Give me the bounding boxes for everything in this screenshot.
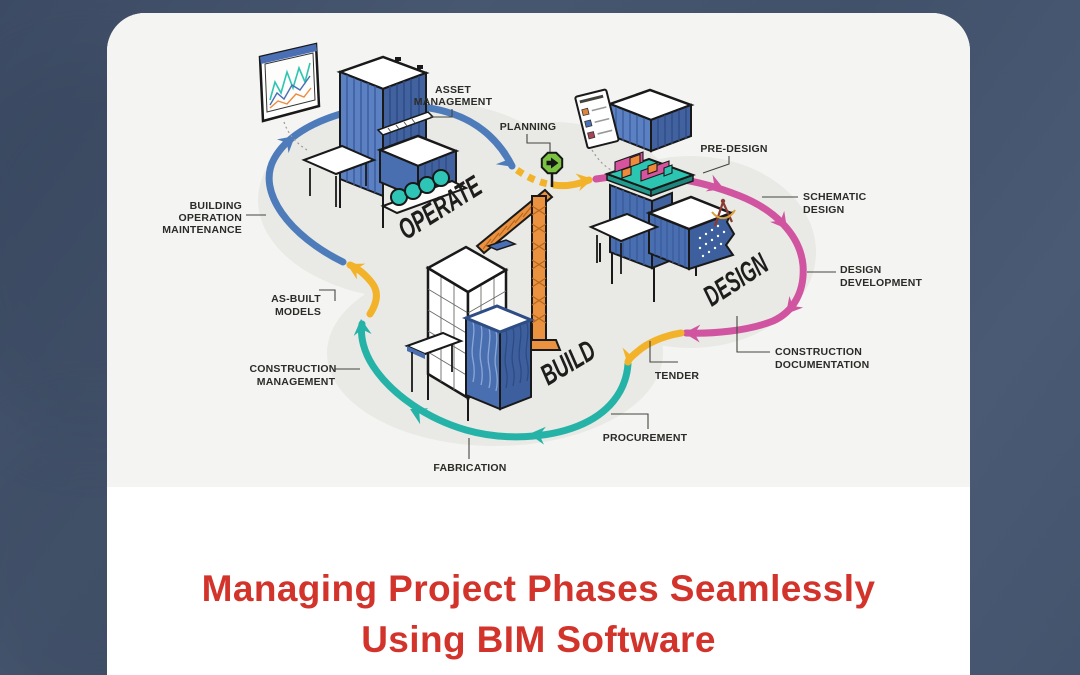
go-arrow-sign-icon [540, 151, 564, 187]
title-line-2: Using BIM Software [361, 619, 716, 660]
label-building-operation-maintenance: OPERATION [179, 212, 242, 224]
operate-arrowhead [276, 136, 295, 154]
label-construction-management: MANAGEMENT [257, 376, 336, 388]
label-tender: TENDER [655, 370, 700, 382]
build-arc [353, 319, 632, 445]
content-card: ASSET MANAGEMENT PLANNING PRE-DESIGN SCH… [107, 13, 970, 675]
label-asset-management: ASSET [435, 84, 471, 96]
transition-asbuilt [346, 261, 380, 318]
design-building [588, 88, 736, 302]
label-construction-documentation: DOCUMENTATION [775, 359, 869, 371]
operate-building [301, 55, 469, 228]
step-labels: ASSET MANAGEMENT PLANNING PRE-DESIGN SCH… [162, 84, 922, 474]
label-procurement: PROCUREMENT [603, 432, 688, 444]
awning [301, 144, 377, 176]
design-arrowhead [684, 324, 701, 343]
step-connectors [246, 109, 836, 459]
title-line-1: Managing Project Phases Seamlessly [201, 568, 876, 609]
label-as-built-models: AS-BUILT [271, 293, 321, 305]
drafting-compass-icon [711, 198, 736, 227]
construction-building [404, 245, 536, 421]
design-arrowhead [786, 295, 804, 314]
label-as-built-models: MODELS [275, 306, 321, 318]
label-building-operation-maintenance: BUILDING [190, 200, 242, 212]
label-asset-management: MANAGEMENT [414, 96, 493, 108]
label-design-development: DESIGN [840, 264, 881, 276]
transition-arrowhead [575, 173, 593, 192]
transition-arrowhead [622, 347, 641, 365]
label-pre-design: PRE-DESIGN [700, 143, 767, 155]
awning [588, 212, 660, 243]
label-planning: PLANNING [500, 121, 556, 133]
label-design-development: DEVELOPMENT [840, 277, 923, 289]
build-arrowhead [529, 426, 546, 445]
design-arrowhead [770, 210, 787, 229]
label-fabrication: FABRICATION [433, 462, 506, 474]
label-construction-documentation: CONSTRUCTION [775, 346, 862, 358]
transition-tender [622, 329, 685, 366]
trees [390, 169, 450, 206]
build-arrowhead [410, 408, 429, 425]
label-construction-management: CONSTRUCTION [250, 363, 337, 375]
analytics-monitor-icon [258, 42, 321, 151]
label-schematic-design: DESIGN [803, 204, 844, 216]
window-dots [698, 224, 726, 258]
label-building-operation-maintenance: MAINTENANCE [162, 224, 242, 236]
bim-lifecycle-diagram: ASSET MANAGEMENT PLANNING PRE-DESIGN SCH… [107, 13, 970, 487]
operate-arrowhead [495, 150, 514, 167]
design-arrowhead [705, 174, 724, 192]
crane-load [485, 239, 518, 251]
label-schematic-design: SCHEMATIC [803, 191, 867, 203]
checklist-icon [574, 88, 620, 172]
transition-planning [514, 167, 593, 192]
build-arrowhead [353, 319, 372, 336]
transition-arrowhead [347, 263, 366, 280]
